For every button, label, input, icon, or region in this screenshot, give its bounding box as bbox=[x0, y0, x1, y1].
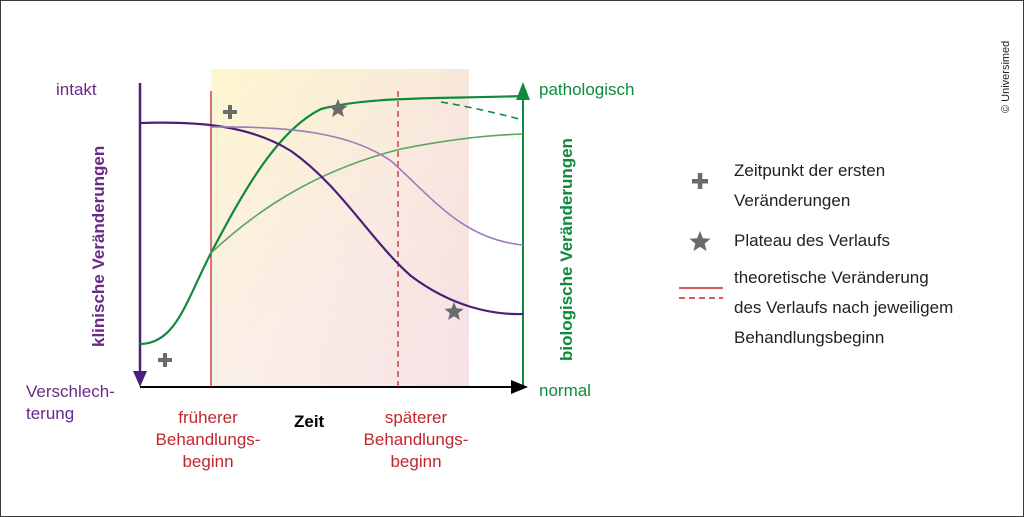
biological-curve-dashed bbox=[440, 101, 524, 121]
treatment-window-fade bbox=[211, 69, 469, 387]
left-axis-title: klinische Veränderungen bbox=[89, 145, 108, 347]
label-normal: normal bbox=[539, 381, 591, 400]
legend-star-icon bbox=[689, 231, 711, 251]
label-early-treatment: früherer Behandlungs- beginn bbox=[155, 408, 261, 471]
copyright-notice: © Universimed bbox=[1000, 40, 1012, 113]
star-marker-biological bbox=[328, 99, 348, 117]
legend-line-text: theoretische Veränderung des Verlaufs na… bbox=[734, 268, 954, 347]
label-intakt: intakt bbox=[56, 80, 97, 99]
right-axis-arrowhead bbox=[516, 82, 530, 100]
biological-curve-early-treatment bbox=[210, 133, 524, 254]
left-axis-arrowhead bbox=[133, 371, 147, 387]
label-pathologisch: pathologisch bbox=[539, 80, 635, 99]
plus-marker-clinical bbox=[223, 105, 237, 119]
biological-curve bbox=[139, 94, 524, 346]
legend-star-text: Plateau des Verlaufs bbox=[734, 231, 890, 250]
clinical-curve-treatment bbox=[210, 126, 524, 246]
legend-plus-icon bbox=[692, 173, 708, 189]
time-axis-arrowhead bbox=[511, 380, 528, 394]
label-late-treatment: späterer Behandlungs- beginn bbox=[363, 408, 469, 471]
star-marker-clinical bbox=[444, 302, 464, 320]
label-verschlechterung: Verschlech- terung bbox=[26, 382, 115, 423]
plus-marker-biological bbox=[158, 353, 172, 367]
right-axis-title: biologische Veränderungen bbox=[557, 138, 576, 361]
label-zeit: Zeit bbox=[294, 412, 325, 431]
legend-plus-text: Zeitpunkt der ersten Veränderungen bbox=[734, 161, 886, 210]
